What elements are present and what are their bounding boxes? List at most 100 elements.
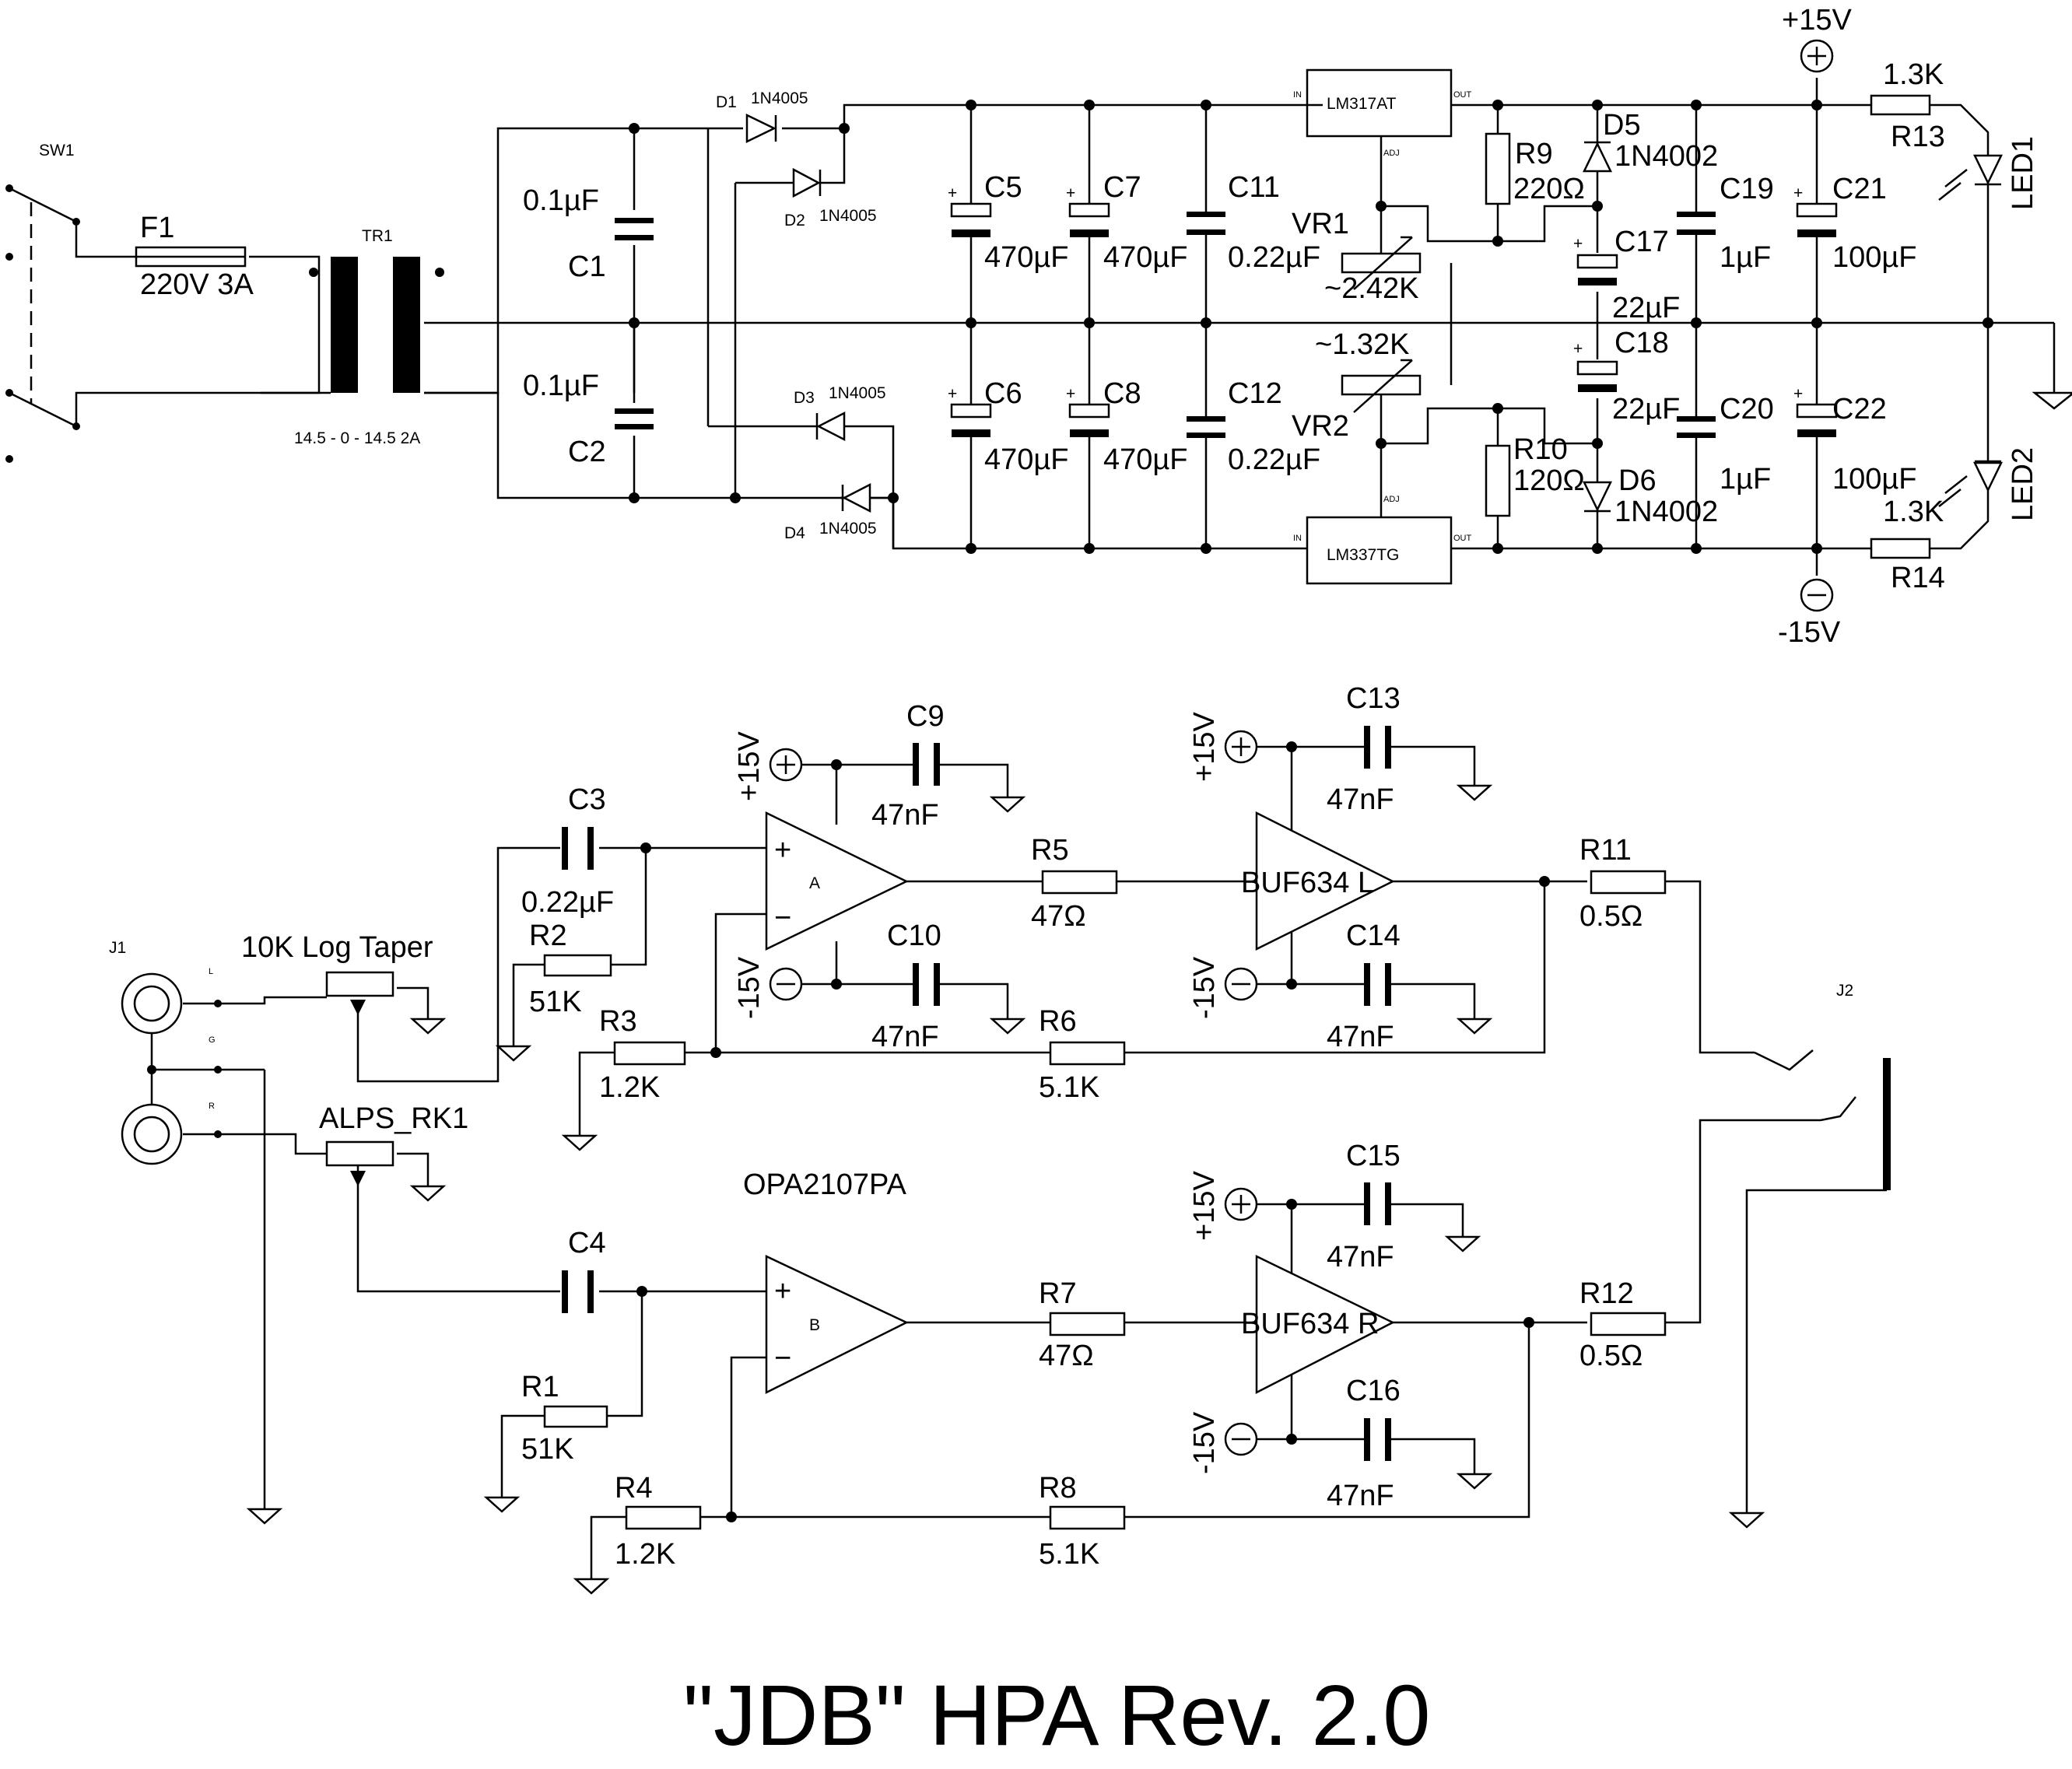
fuse-value: 220V 3A (140, 268, 254, 301)
transformer-ref: TR1 (362, 227, 393, 245)
cap-c13 (1364, 726, 1391, 769)
diode-d3 (815, 411, 846, 442)
fuse-ref: F1 (140, 212, 174, 244)
diode-d6 (1583, 481, 1612, 513)
electrolytic-cap-c17 (1576, 254, 1618, 285)
r8-value: 5.1K (1039, 1538, 1099, 1571)
resistor-r5 (1041, 870, 1118, 895)
lm337-out-pin: OUT (1453, 534, 1472, 543)
c19-value: 1µF (1720, 241, 1771, 274)
r3-value: 1.2K (599, 1071, 660, 1104)
c3-ref: C3 (568, 783, 606, 816)
r5-ref: R5 (1031, 834, 1069, 867)
d5-ref: D5 (1603, 109, 1641, 142)
c18-value: 22µF (1612, 393, 1680, 426)
svg-text:+: + (1793, 385, 1803, 403)
d6-part: 1N4002 (1614, 496, 1718, 528)
d5-part: 1N4002 (1614, 140, 1718, 173)
lm317-ref: LM317AT (1327, 95, 1397, 113)
buffer-right (1255, 1255, 1395, 1395)
r10-ref: R10 (1513, 433, 1568, 466)
resistor-r8 (1049, 1505, 1126, 1530)
c7-value: 470µF (1103, 241, 1188, 274)
r14-ref: R14 (1891, 562, 1945, 594)
r5-value: 47Ω (1031, 900, 1086, 933)
svg-text:+: + (1573, 340, 1583, 358)
r2-value: 51K (529, 986, 582, 1018)
opamp-a-unit: A (809, 874, 820, 892)
c17-value: 22µF (1612, 292, 1680, 324)
cap-c4 (562, 1270, 594, 1313)
c12-value: 0.22µF (1228, 443, 1320, 476)
opamp-b-unit: B (809, 1316, 820, 1334)
diode-d5 (1583, 141, 1612, 173)
led1-ref: LED1 (2007, 136, 2039, 210)
diode-d4 (841, 482, 871, 513)
vr2-ref: VR2 (1292, 410, 1349, 443)
c17-ref: C17 (1614, 226, 1669, 258)
buffer-left-label: BUF634 L (1241, 867, 1374, 899)
amp-junctions (636, 741, 1550, 1522)
cap-c15 (1364, 1182, 1391, 1225)
cap-c19 (1677, 212, 1716, 235)
c2-ref: C2 (568, 436, 606, 468)
pot-right-label: ALPS_RK1 (319, 1102, 468, 1135)
c15-value: 47nF (1327, 1241, 1394, 1273)
rail-neg-label: -15V (1778, 616, 1841, 649)
cap-c16 (1364, 1418, 1391, 1461)
opamp-a-minus: − (774, 902, 791, 934)
resistor-r11 (1590, 870, 1667, 895)
d6-ref: D6 (1618, 464, 1657, 497)
d1-ref: D1 (716, 93, 737, 111)
c14-ref: C14 (1346, 920, 1401, 952)
switch-sw1 (5, 184, 80, 463)
cap-c11 (1187, 212, 1225, 235)
c1-ref: C1 (568, 250, 606, 283)
electrolytic-cap-c22 (1796, 403, 1838, 437)
amp-wiring (150, 745, 1891, 1579)
fuse-f1 (135, 246, 247, 268)
c21-ref: C21 (1832, 173, 1887, 205)
psu-wiring (30, 78, 2072, 576)
electrolytic-cap-c6 (950, 403, 992, 437)
j1-pin-r: R (209, 1102, 215, 1111)
c20-value: 1µF (1720, 463, 1771, 496)
opamp-b-plus: + (774, 1275, 791, 1308)
opamp-pos-supply: +15V (733, 731, 766, 801)
c12-ref: C12 (1228, 377, 1282, 410)
schematic-title: "JDB" HPA Rev. 2.0 (683, 1668, 1430, 1764)
c13-ref: C13 (1346, 682, 1401, 715)
r12-ref: R12 (1579, 1277, 1634, 1310)
resistor-r1 (543, 1405, 608, 1428)
d1-part: 1N4005 (751, 89, 808, 107)
lm337-in-pin: IN (1293, 534, 1302, 543)
lm337-adj-pin: ADJ (1383, 495, 1400, 504)
rail-pos-symbol (1800, 39, 1834, 73)
amp-labels: J1 L G R J2 10K Log Taper ALPS_RK1 C3 0.… (109, 682, 1853, 1571)
buf-r-pos-supply: +15V (1188, 1171, 1221, 1241)
cap-c1 (615, 218, 654, 240)
resistor-r9 (1485, 132, 1511, 205)
j2-ref: J2 (1836, 982, 1853, 1000)
resistor-r6 (1049, 1041, 1126, 1066)
c14-value: 47nF (1327, 1021, 1394, 1053)
electrolytic-cap-c5 (950, 202, 992, 237)
resistor-r14 (1870, 538, 1931, 559)
c9-value: 47nF (871, 799, 939, 832)
resistor-r12 (1590, 1312, 1667, 1336)
opamp-part: OPA2107PA (743, 1168, 906, 1201)
r13-value: 1.3K (1883, 58, 1944, 91)
cap-c3 (562, 827, 594, 870)
opamp-a-plus: + (774, 834, 791, 867)
r11-ref: R11 (1579, 834, 1632, 867)
vr1-value: ~2.42K (1324, 272, 1419, 305)
d3-part: 1N4005 (829, 384, 886, 402)
electrolytic-cap-c8 (1068, 403, 1110, 437)
electrolytic-cap-c18 (1576, 360, 1618, 392)
c9-ref: C9 (906, 700, 945, 733)
trimmer-vr1 (1341, 236, 1422, 290)
lm337-ref: LM337TG (1327, 546, 1399, 564)
opamp-a (765, 811, 909, 951)
c3-value: 0.22µF (521, 886, 614, 919)
